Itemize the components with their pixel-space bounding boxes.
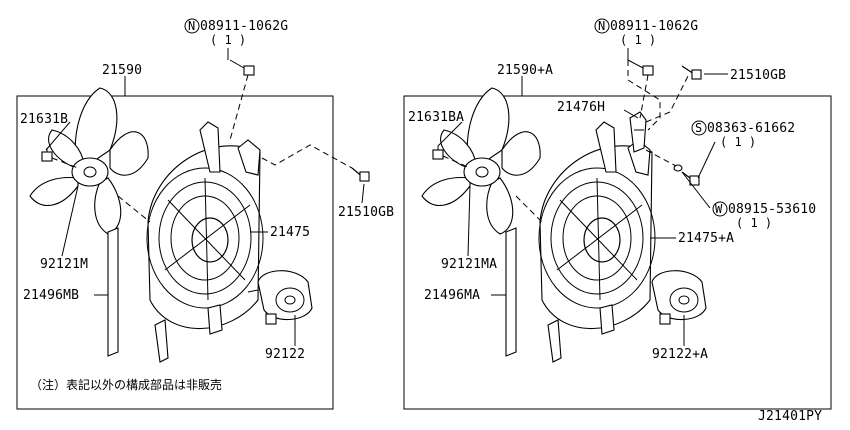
- right-strip[interactable]: [505, 227, 517, 357]
- left-fan-blade[interactable]: [29, 87, 149, 235]
- right-washer-icon[interactable]: [673, 164, 683, 172]
- left-motor[interactable]: [247, 270, 313, 325]
- right-bolt-icon[interactable]: [681, 65, 702, 80]
- right-motor[interactable]: [651, 270, 707, 325]
- right-panel-frame: [403, 95, 832, 410]
- left-fan-blade-label: 92121M: [40, 257, 88, 272]
- right-screw-qty: ( 1 ): [720, 135, 756, 149]
- right-blade-leader: [467, 185, 471, 257]
- left-nut-prefix: N: [188, 19, 195, 33]
- left-blade-leader: [61, 185, 79, 257]
- right-nut-prefix-circle: [594, 18, 610, 34]
- left-note: （注）表記以外の構成部品は非販売: [30, 377, 222, 392]
- right-nut-icon[interactable]: [642, 65, 654, 76]
- left-bolt-label: 21510GB: [338, 205, 394, 220]
- right-bracket-leader: [623, 109, 639, 119]
- left-fan-bolt-icon[interactable]: [41, 148, 53, 162]
- right-washer-leader: [681, 171, 711, 209]
- left-assembly-label: 21590: [102, 63, 142, 78]
- left-fan-label: 21631B: [20, 112, 68, 127]
- left-nut-qty: ( 1 ): [210, 33, 246, 47]
- right-fan-blade[interactable]: [421, 87, 541, 235]
- right-nut-qty: ( 1 ): [620, 33, 656, 47]
- left-motor-label: 92122: [265, 347, 305, 362]
- left-bolt-leader: [361, 183, 365, 204]
- left-shroud-label: 21475: [270, 225, 310, 240]
- right-bolt-label: 21510GB: [730, 68, 786, 83]
- right-washer-qty: ( 1 ): [736, 216, 772, 230]
- right-shroud-label: 21475+A: [678, 231, 734, 246]
- left-panel-frame: [16, 95, 334, 410]
- left-shroud[interactable]: [146, 121, 264, 363]
- left-strip[interactable]: [107, 227, 119, 357]
- right-strip-label: 21496MA: [424, 288, 480, 303]
- right-screw-spec: 08363-61662: [707, 121, 795, 136]
- right-assembly: 21590+A 21631BA 92121MA 21475+A 21496MA …: [403, 18, 832, 410]
- right-bracket-label: 21476H: [557, 100, 605, 115]
- diagram-code: J21401PY: [758, 409, 822, 424]
- left-assembly: 21590 21631B 92121M 21475 21496MB 92122 …: [16, 18, 394, 410]
- right-washer-spec: 08915-53610: [728, 202, 816, 217]
- left-fan-leader: [45, 121, 71, 151]
- right-assembly-label: 21590+A: [497, 63, 553, 78]
- right-motor-label: 92122+A: [652, 347, 708, 362]
- right-fan-bolt-icon[interactable]: [432, 146, 444, 160]
- right-fan-blade-label: 92121MA: [441, 257, 497, 272]
- right-screw-prefix-circle: [691, 120, 707, 136]
- left-nut-spec: 08911-1062G: [200, 19, 288, 34]
- left-nut-icon[interactable]: [243, 65, 255, 76]
- left-nut-prefix-circle: [184, 18, 200, 34]
- right-washer-prefix-circle: [712, 201, 728, 217]
- right-screw-leader: [697, 141, 716, 179]
- right-fan-leader: [437, 121, 463, 147]
- right-bracket[interactable]: [629, 111, 647, 153]
- right-screw-prefix: S: [695, 121, 702, 135]
- right-washer-prefix: W: [715, 202, 723, 216]
- left-bolt-icon[interactable]: [351, 167, 370, 182]
- left-strip-label: 21496MB: [23, 288, 79, 303]
- right-shroud[interactable]: [538, 121, 656, 363]
- right-nut-prefix: N: [598, 19, 605, 33]
- right-fan-label: 21631BA: [408, 110, 464, 125]
- right-nut-spec: 08911-1062G: [610, 19, 698, 34]
